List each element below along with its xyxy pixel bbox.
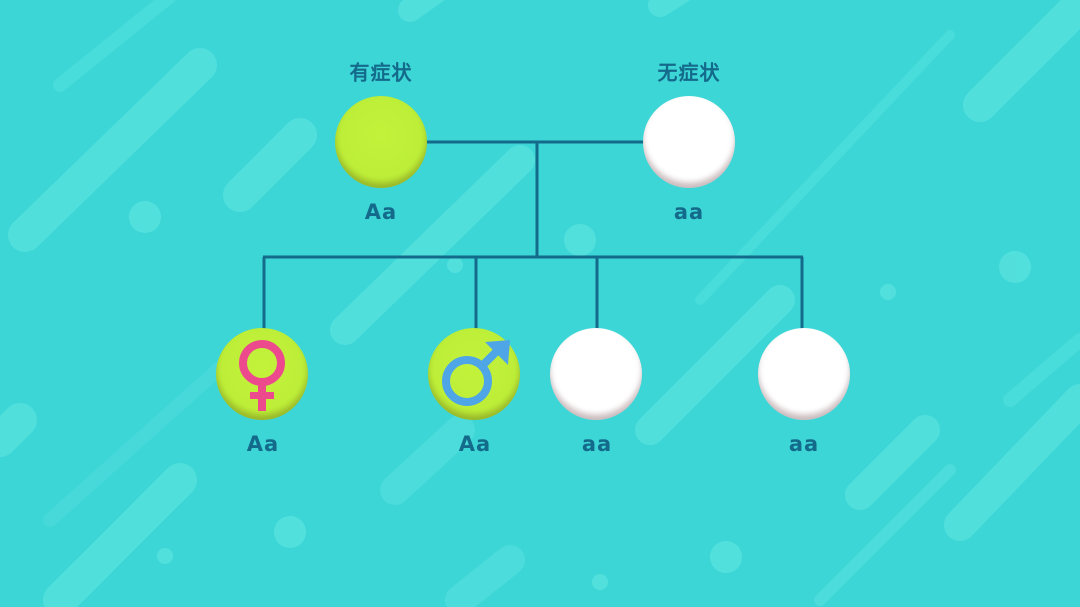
phenotype-label-unaffected: 无症状 <box>657 60 721 85</box>
unaffected-individual-node <box>643 96 735 188</box>
affected-male-node <box>428 328 520 420</box>
female-symbol-icon <box>239 340 285 411</box>
unaffected-individual-node <box>550 328 642 420</box>
genotype-label: Aa <box>458 432 492 456</box>
genotype-label: Aa <box>364 200 398 224</box>
genotype-label: aa <box>581 432 613 456</box>
affected-individual-node <box>335 96 427 188</box>
male-symbol-icon <box>442 340 510 406</box>
phenotype-label-affected: 有症状 <box>349 60 413 85</box>
unaffected-individual-node <box>758 328 850 420</box>
genotype-label: aa <box>673 200 705 224</box>
genotype-label: Aa <box>246 432 280 456</box>
affected-female-node <box>216 328 308 420</box>
genotype-label: aa <box>788 432 820 456</box>
